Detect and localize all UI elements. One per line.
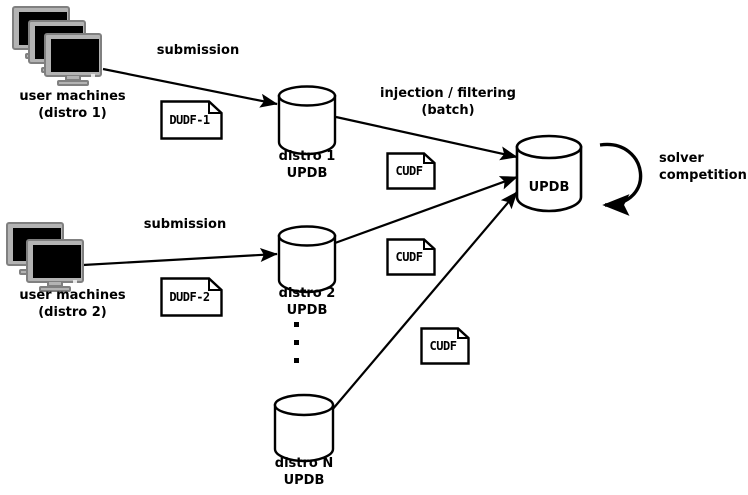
document-cudf-2-label: CUDF bbox=[395, 250, 423, 264]
cylinder-top bbox=[515, 134, 583, 160]
user-machines-distro-1 bbox=[12, 6, 122, 86]
document-fold bbox=[423, 239, 435, 250]
edge-solver-competition-loop bbox=[599, 142, 643, 216]
monitor-base bbox=[39, 286, 71, 292]
edge-submission-1 bbox=[102, 67, 278, 108]
edge-injection-distro2 bbox=[334, 175, 518, 245]
cylinder-body bbox=[515, 145, 583, 213]
document-dudf-1: DUDF-1 bbox=[160, 100, 223, 140]
monitor-bezel bbox=[44, 33, 102, 77]
caption-line-2: UPDB bbox=[286, 303, 328, 318]
document-fold bbox=[423, 153, 435, 164]
edge-submission-2 bbox=[82, 247, 278, 267]
document-cudf-1-label: CUDF bbox=[395, 164, 423, 178]
database-central-updb bbox=[513, 133, 585, 215]
solver-line-1: solver bbox=[659, 151, 704, 166]
user-machines-distro-2-caption: user machines (distro 2) bbox=[0, 287, 145, 321]
monitor-front bbox=[44, 33, 102, 86]
database-distro-n bbox=[272, 392, 336, 464]
document-shape bbox=[160, 100, 223, 140]
document-dudf-1-label: DUDF-1 bbox=[169, 113, 210, 127]
ellipsis-dot bbox=[294, 322, 299, 327]
document-cudf-3: CUDF bbox=[420, 327, 470, 365]
document-cudf-2: CUDF bbox=[386, 238, 436, 276]
document-shape bbox=[386, 152, 436, 190]
document-dudf-2-label: DUDF-2 bbox=[169, 290, 210, 304]
cylinder-top bbox=[277, 225, 337, 247]
edge-label-injection-filtering: injection / filtering (batch) bbox=[358, 85, 538, 119]
ellipsis-dot bbox=[294, 358, 299, 363]
document-fold bbox=[208, 101, 222, 114]
solver-line-2: competition bbox=[659, 168, 747, 183]
monitor-front bbox=[26, 239, 84, 292]
database-distro-2 bbox=[276, 224, 338, 294]
document-cudf-1: CUDF bbox=[386, 152, 436, 190]
cylinder-top bbox=[277, 85, 337, 107]
injection-line-2: (batch) bbox=[421, 103, 475, 118]
database-distro-1-caption: distro 1 UPDB bbox=[256, 148, 358, 182]
caption-line-1: user machines bbox=[19, 89, 126, 104]
document-dudf-2: DUDF-2 bbox=[160, 277, 223, 317]
document-cudf-3-label: CUDF bbox=[429, 339, 457, 353]
caption-line-1: distro 2 bbox=[278, 286, 336, 301]
caption-line-2: UPDB bbox=[286, 166, 328, 181]
caption-line-1: distro N bbox=[274, 456, 334, 471]
document-fold bbox=[457, 328, 469, 339]
injection-line-1: injection / filtering bbox=[380, 86, 516, 101]
monitor-base bbox=[57, 80, 89, 86]
user-machines-distro-1-caption: user machines (distro 1) bbox=[0, 88, 145, 122]
caption-line-1: user machines bbox=[19, 288, 126, 303]
monitor-screen bbox=[51, 39, 99, 72]
caption-line-1: distro 1 bbox=[278, 149, 336, 164]
document-shape bbox=[160, 277, 223, 317]
document-shape bbox=[420, 327, 470, 365]
cylinder-body bbox=[273, 403, 335, 463]
cylinder-body bbox=[277, 234, 337, 294]
monitor-screen bbox=[33, 245, 81, 278]
user-machines-distro-2 bbox=[6, 222, 106, 302]
edge-label-solver-competition: solver competition bbox=[659, 150, 748, 184]
document-shape bbox=[386, 238, 436, 276]
edge-injection-distroN bbox=[331, 191, 518, 411]
edge-injection-distro1 bbox=[335, 115, 518, 161]
database-central-updb-caption: UPDB bbox=[528, 180, 570, 195]
ellipsis-dot bbox=[294, 340, 299, 345]
caption-line-2: (distro 1) bbox=[38, 106, 107, 121]
caption-line-2: (distro 2) bbox=[38, 305, 107, 320]
caption-line-2: UPDB bbox=[283, 473, 325, 488]
edge-label-submission-1: submission bbox=[156, 43, 240, 58]
ellipsis-more-distros bbox=[294, 322, 304, 370]
edge-label-submission-2: submission bbox=[143, 217, 227, 232]
database-distro-n-caption: distro N UPDB bbox=[253, 455, 355, 489]
monitor-bezel bbox=[26, 239, 84, 283]
monitor-led bbox=[73, 280, 77, 283]
document-fold bbox=[208, 278, 222, 291]
monitor-led bbox=[91, 74, 95, 77]
cylinder-top bbox=[273, 393, 335, 417]
cylinder-body bbox=[277, 94, 337, 156]
database-distro-2-caption: distro 2 UPDB bbox=[256, 285, 358, 319]
database-distro-1 bbox=[276, 84, 338, 156]
